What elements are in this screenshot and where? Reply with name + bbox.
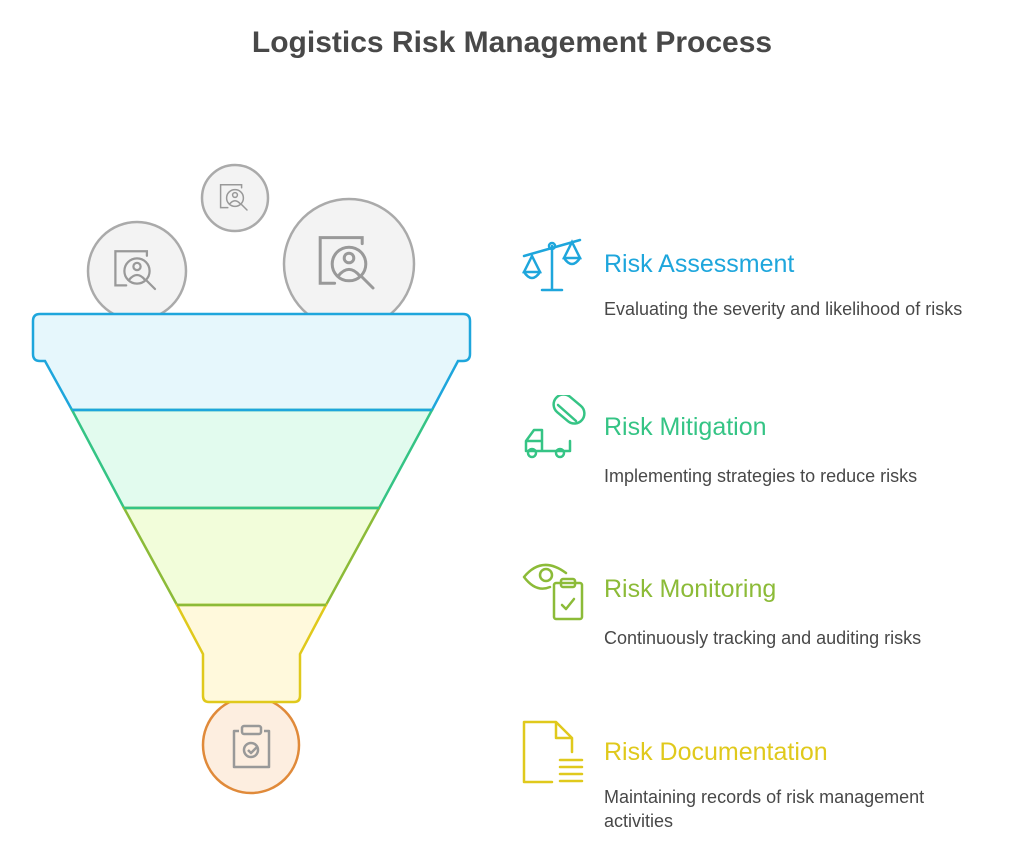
diagram-title: Logistics Risk Management Process — [251, 26, 773, 59]
funnel-band-4 — [174, 603, 329, 704]
funnel-band-2 — [69, 408, 435, 510]
funnel-band-3 — [121, 506, 382, 607]
eye-clipboard-icon — [522, 563, 584, 621]
clipboard-check-icon — [232, 724, 271, 769]
input-circle-left — [86, 163, 416, 331]
profile-search-icon — [114, 250, 157, 291]
step-heading: Risk Assessment — [604, 250, 795, 278]
funnel-band-1 — [31, 312, 472, 412]
step-description: Continuously tracking and auditing risks — [604, 628, 922, 648]
step-description: Implementing strategies to reduce risks — [604, 466, 918, 486]
step-description: Evaluating the severity and likelihood o… — [604, 299, 963, 319]
document-icon — [522, 720, 584, 784]
step-description: Maintaining records of risk management a… — [604, 787, 925, 831]
funnel-graphic — [31, 163, 472, 795]
truck-pill-icon — [524, 395, 586, 459]
step-heading: Risk Documentation — [604, 738, 828, 766]
profile-search-icon — [318, 236, 375, 290]
step-heading: Risk Monitoring — [604, 575, 777, 603]
output-circle — [201, 695, 301, 795]
step-heading: Risk Mitigation — [604, 413, 767, 441]
scales-icon — [521, 238, 583, 292]
profile-search-icon — [219, 184, 248, 211]
